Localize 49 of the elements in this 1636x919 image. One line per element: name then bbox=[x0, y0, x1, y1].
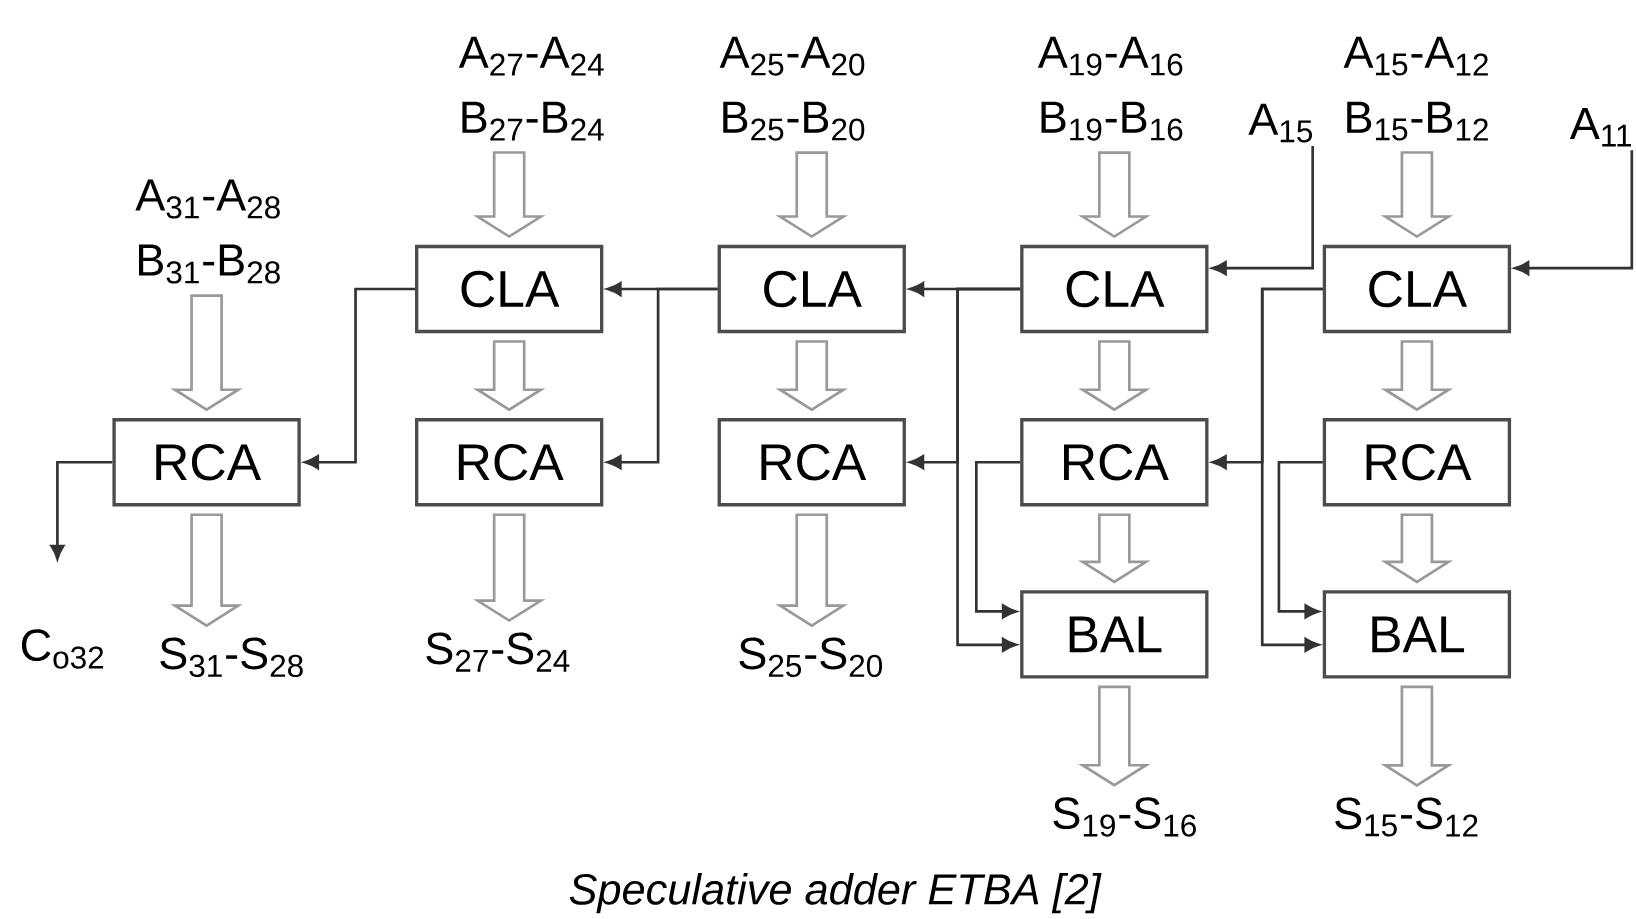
block-box: RCA bbox=[1322, 417, 1512, 507]
hollow-arrow bbox=[1380, 685, 1454, 787]
signal-label: A$_{27}$-A$_{24}$ B$_{27}$-B$_{24}$ bbox=[458, 36, 604, 141]
hollow-arrow bbox=[775, 513, 849, 628]
block-box: RCA bbox=[1020, 417, 1209, 507]
arrow bbox=[1514, 150, 1634, 276]
block-box: CLA bbox=[1020, 244, 1209, 334]
hollow-arrow bbox=[1078, 340, 1151, 412]
block-box: CLA bbox=[1322, 244, 1512, 334]
arrow bbox=[606, 287, 718, 470]
hollow-arrow bbox=[472, 340, 546, 412]
arrow bbox=[975, 460, 1021, 619]
hollow-arrow bbox=[1380, 340, 1454, 412]
hollow-arrow bbox=[775, 340, 849, 412]
arrow bbox=[304, 287, 415, 470]
hollow-arrow bbox=[170, 294, 243, 412]
hollow-arrow bbox=[1078, 151, 1151, 238]
signal-label: S$_{19}$-S$_{16}$ bbox=[1053, 797, 1196, 837]
hollow-arrow bbox=[170, 513, 243, 628]
signal-label: A$_{15}$-A$_{12}$ B$_{15}$-B$_{12}$ bbox=[1343, 36, 1488, 141]
signal-label: S$_{27}$-S$_{24}$ bbox=[426, 632, 570, 672]
hollow-arrow bbox=[1380, 151, 1454, 238]
block-box: CLA bbox=[415, 244, 604, 334]
signal-label: A$_{25}$-A$_{20}$ B$_{25}$-B$_{20}$ bbox=[719, 36, 865, 141]
block-box: RCA bbox=[112, 417, 301, 507]
block-box: CLA bbox=[717, 244, 906, 334]
hollow-arrow bbox=[472, 513, 546, 623]
arrow bbox=[1277, 460, 1323, 619]
hollow-arrow bbox=[472, 151, 546, 238]
signal-label: S$_{15}$-S$_{12}$ bbox=[1335, 797, 1478, 837]
arrow bbox=[1211, 146, 1314, 276]
hollow-arrow bbox=[1380, 513, 1454, 584]
caption: Speculative adder ETBA [2] bbox=[569, 872, 1102, 914]
block-box: RCA bbox=[415, 417, 604, 507]
arrow bbox=[1260, 287, 1323, 652]
signal-label: A$_{19}$-A$_{16}$ B$_{19}$-B$_{16}$ bbox=[1037, 36, 1183, 141]
arrow bbox=[956, 287, 1021, 652]
block-box: BAL bbox=[1322, 590, 1512, 679]
signal-label: A$_{15}$ bbox=[1248, 103, 1313, 143]
block-box: BAL bbox=[1020, 590, 1209, 679]
block-box: RCA bbox=[717, 417, 906, 507]
signal-label: A$_{31}$-A$_{28}$ B$_{31}$-B$_{28}$ bbox=[135, 179, 280, 284]
hollow-arrow bbox=[1078, 513, 1151, 584]
hollow-arrow bbox=[775, 151, 849, 238]
hollow-arrow bbox=[1078, 685, 1151, 787]
signal-label: S$_{25}$-S$_{20}$ bbox=[739, 637, 882, 677]
signal-label: C$_{o32}$ bbox=[21, 629, 104, 669]
signal-label: A$_{11}$ bbox=[1569, 108, 1631, 147]
signal-label: S$_{31}$-S$_{28}$ bbox=[160, 637, 303, 677]
